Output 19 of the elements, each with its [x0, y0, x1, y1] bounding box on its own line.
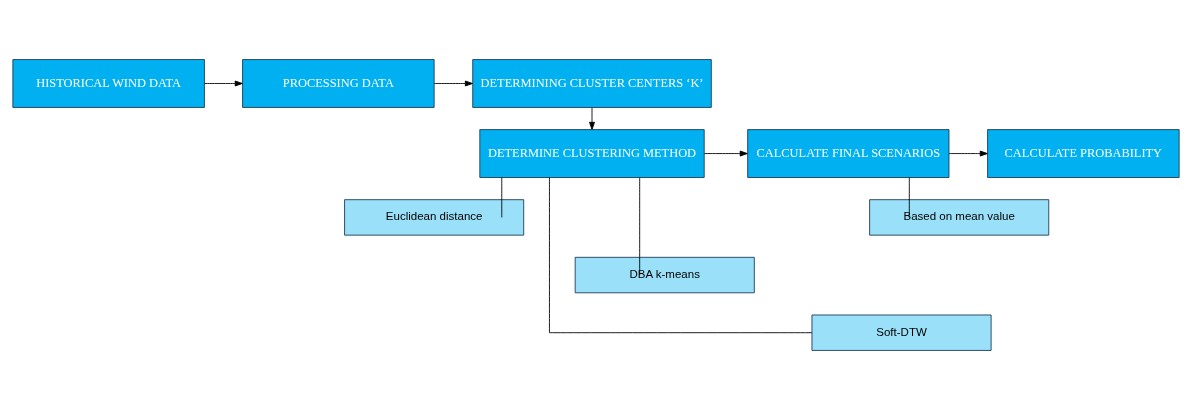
node-box: Soft-DTW — [811, 314, 992, 351]
node-box: HISTORICAL WIND DATA — [12, 59, 205, 108]
node-box: CALCULATE FINAL SCENARIOS — [747, 129, 950, 178]
arrow — [589, 107, 595, 130]
node-box: PROCESSING DATA — [242, 59, 435, 108]
node-box: DETERMINING CLUSTER CENTERS ‘K’ — [472, 59, 712, 108]
node-box: DBA k-means — [574, 256, 755, 294]
connector — [908, 177, 910, 218]
connector — [639, 177, 641, 276]
node-box: DETERMINE CLUSTERING METHOD — [479, 129, 705, 178]
connector — [549, 177, 813, 334]
node-box: Based on mean value — [869, 199, 1050, 236]
arrow — [948, 150, 988, 157]
node-box: CALCULATE PROBABILITY — [987, 129, 1180, 178]
node-box: Euclidean distance — [344, 199, 525, 236]
arrow — [433, 80, 473, 87]
arrow — [704, 150, 748, 157]
arrow — [204, 80, 243, 87]
connector — [501, 177, 503, 218]
